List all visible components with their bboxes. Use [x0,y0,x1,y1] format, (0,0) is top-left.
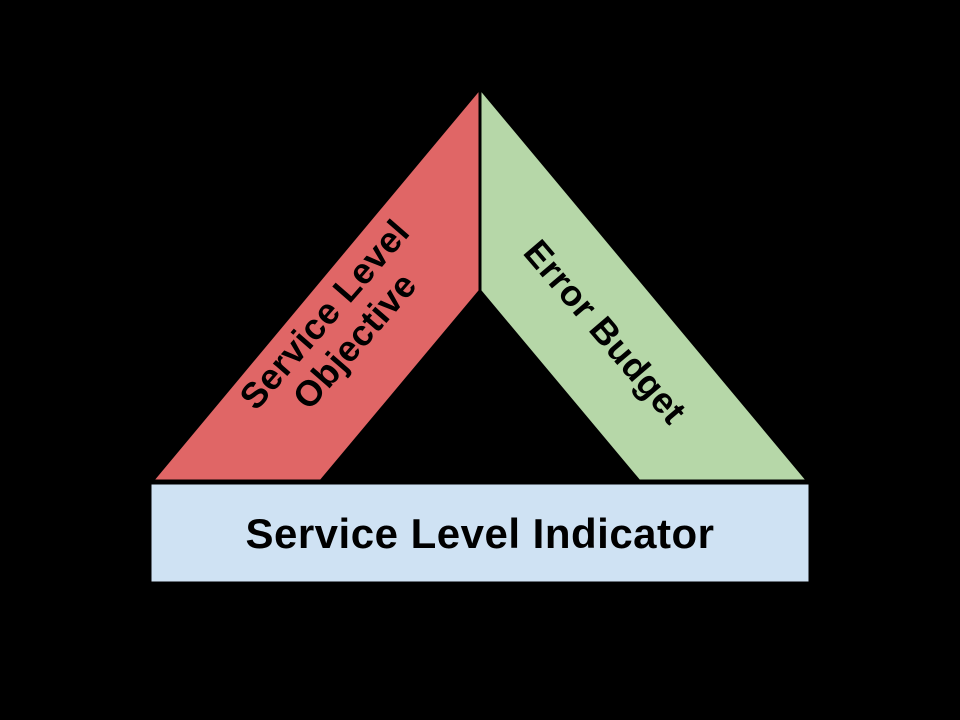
error-budget-band-shape [478,83,812,483]
sli-bar-shape [148,481,812,585]
sli-label: Service Level Indicator [245,510,715,557]
